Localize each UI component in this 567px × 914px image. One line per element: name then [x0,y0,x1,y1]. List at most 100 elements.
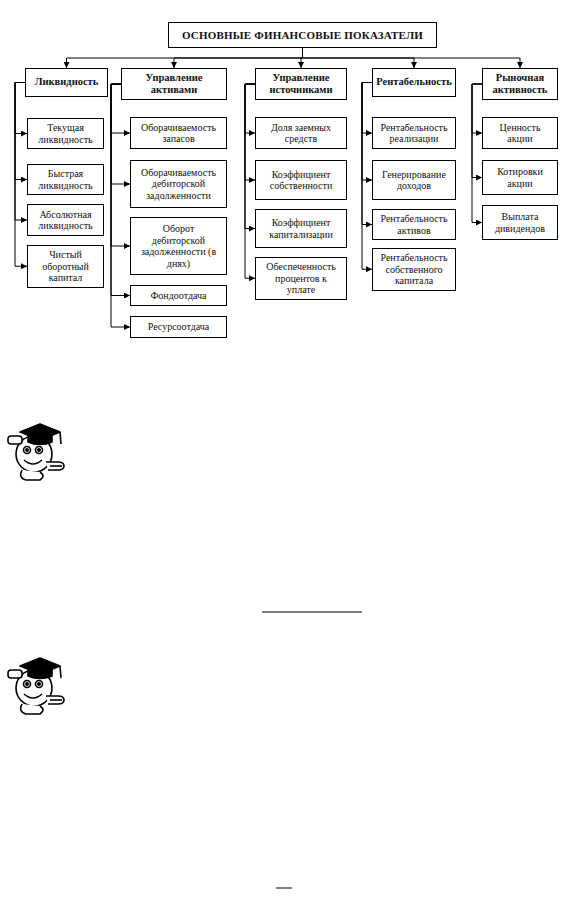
indicator-box: Доля заемных средств [255,117,347,149]
tree-connector [111,84,130,295]
box-text-group: Текущая ликвидность [32,122,99,145]
tree-connector [362,83,372,270]
category-box: Рыночная активность [482,68,558,100]
tree-connector [362,83,372,181]
box-label: Обеспеченность процентов к уплате [260,261,342,296]
tree-connector [15,83,27,180]
box-label: Рыночная активность [487,72,553,96]
box-label: Ликвидность [35,76,99,88]
category-box: Управление источниками [255,68,347,100]
box-label: Абсолютная ликвидность [32,209,99,232]
tree-connector [245,84,255,228]
box-label: Оборачиваемость дебиторской задолженност… [135,167,222,202]
tree-connector [303,48,521,68]
box-label: ОСНОВНЫЕ ФИНАНСОВЫЕ ПОКАЗАТЕЛИ [182,29,423,42]
tree-connector [472,84,482,177]
category-box: Управление активами [121,68,227,100]
root-box: ОСНОВНЫЕ ФИНАНСОВЫЕ ПОКАЗАТЕЛИ [168,22,437,48]
box-text-group: Фондоотдача [150,290,206,302]
tree-connector [362,83,372,225]
indicator-box: Коэффициент капитализации [255,209,347,248]
tree-connector [472,84,482,133]
indicator-box: Обеспеченность процентов к уплате [255,257,347,300]
tree-connector [111,84,130,246]
box-text-group: Котировки акции [487,166,553,189]
box-label: Ресурсоотдача [148,321,210,333]
fraction-line [262,612,362,613]
box-text-group: Обеспеченность процентов к уплате [260,261,342,296]
box-text-group: Рентабельность [376,76,451,88]
box-text-group: Оборот дебиторской задолженности (в днях… [135,223,222,269]
box-text-group: Ресурсоотдача [148,321,210,333]
box-label: Оборот дебиторской задолженности (в днях… [135,223,222,269]
box-label: Рентабельность собственного капитала [377,252,451,287]
box-label: Быстрая ликвидность [32,168,99,191]
box-label: Управление активами [126,72,222,96]
indicator-box: Рентабельность активов [372,209,456,240]
category-box: Ликвидность [25,68,108,97]
box-text-group: Оборачиваемость запасов [135,122,222,145]
box-text-group: Коэффициент собственности [260,169,342,192]
box-text-group: Генерирование доходов [377,169,451,192]
tree-connector [245,84,255,278]
indicator-box: Оборачиваемость запасов [130,117,227,149]
box-text-group: Доля заемных средств [260,122,342,145]
box-label: Котировки акции [487,166,553,189]
box-label: Управление источниками [260,72,342,96]
mascot-icon [6,418,68,484]
box-text-group: Быстрая ликвидность [32,168,99,191]
indicator-box: Выплата дивидендов [482,205,558,240]
indicator-box: Оборот дебиторской задолженности (в днях… [130,217,227,275]
tree-connector [174,48,303,68]
box-label: Текущая ликвидность [32,122,99,145]
box-label: Оборачиваемость запасов [135,122,222,145]
page-mark [276,888,292,889]
indicator-box: Рентабельность собственного капитала [372,248,456,291]
box-text-group: Рентабельность активов [377,213,451,236]
box-text-group: Рентабельность собственного капитала [377,252,451,287]
box-text-group: Управление источниками [260,72,342,96]
box-text-group: Выплата дивидендов [487,211,553,234]
box-label: Фондоотдача [150,290,206,302]
box-label: Коэффициент капитализации [260,217,342,240]
box-label: Чистый оборотный капитал [32,249,99,284]
box-text-group: Рыночная активность [487,72,553,96]
box-text-group: Абсолютная ликвидность [32,209,99,232]
indicator-box: Быстрая ликвидность [27,164,104,195]
box-text-group: Оборачиваемость дебиторской задолженност… [135,167,222,202]
indicator-box: Котировки акции [482,160,558,195]
tree-connector [362,83,372,134]
indicator-box: Чистый оборотный капитал [27,245,104,288]
box-text-group: Ликвидность [35,76,99,88]
tree-connector [245,84,255,133]
tree-connector [15,83,27,221]
indicator-box: Абсолютная ликвидность [27,204,104,236]
box-label: Рентабельность [376,76,451,88]
box-label: Ценность акции [487,122,553,145]
box-text-group: Чистый оборотный капитал [32,249,99,284]
tree-connector [67,48,303,68]
indicator-box: Текущая ликвидность [27,118,104,149]
indicator-box: Оборачиваемость дебиторской задолженност… [130,160,227,208]
mascot-icon [6,652,68,718]
tree-connector [15,83,27,267]
box-label: Генерирование доходов [377,169,451,192]
box-label: Рентабельность активов [377,213,451,236]
box-label: Доля заемных средств [260,122,342,145]
box-text-group: Рентабельность реализации [377,122,451,145]
indicator-box: Ценность акции [482,117,558,149]
indicator-box: Генерирование доходов [372,160,456,200]
tree-connector [472,84,482,222]
indicator-box: Ресурсоотдача [130,316,227,338]
box-text-group: Управление активами [126,72,222,96]
box-text-group: Ценность акции [487,122,553,145]
indicator-box: Коэффициент собственности [255,160,347,200]
box-label: Выплата дивидендов [487,211,553,234]
tree-connector [245,84,255,180]
indicator-box: Фондоотдача [130,285,227,306]
box-text-group: ОСНОВНЫЕ ФИНАНСОВЫЕ ПОКАЗАТЕЛИ [182,29,423,42]
box-label: Коэффициент собственности [260,169,342,192]
box-label: Рентабельность реализации [377,122,451,145]
box-text-group: Коэффициент капитализации [260,217,342,240]
indicator-box: Рентабельность реализации [372,117,456,149]
